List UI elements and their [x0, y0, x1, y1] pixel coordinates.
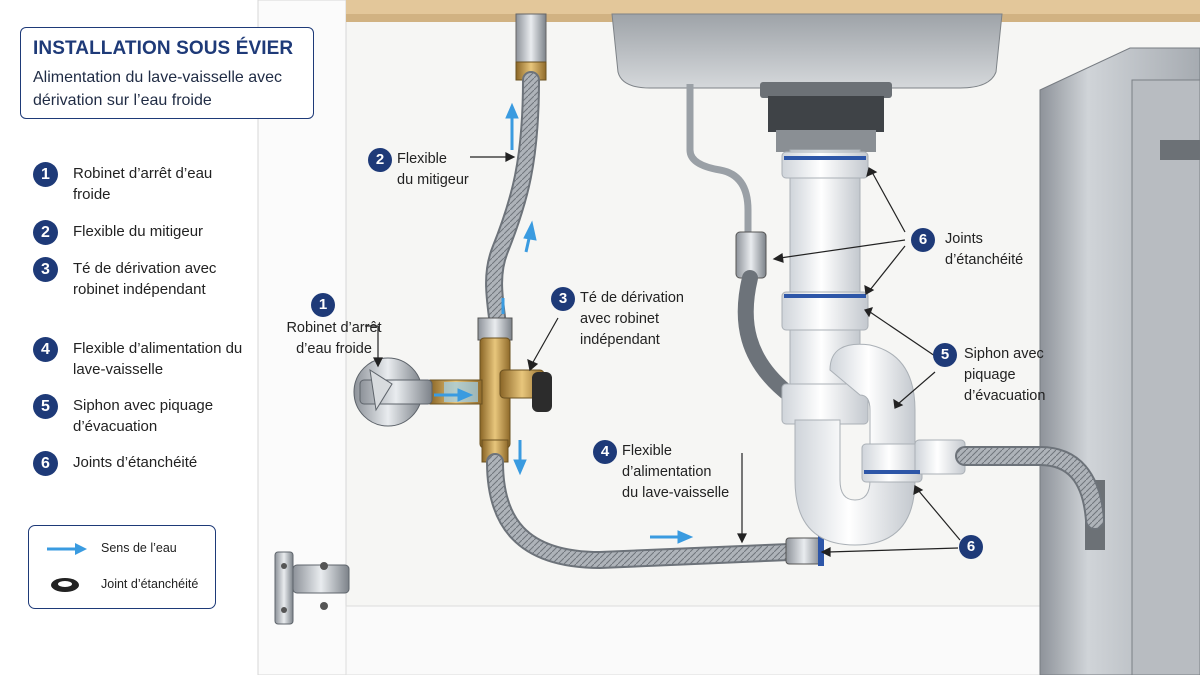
- pvc-siphon: [781, 149, 966, 546]
- callout-1-badge: 1: [311, 293, 335, 317]
- air-gap-tube: [686, 84, 752, 250]
- callout-leaders: [365, 152, 961, 557]
- callout-6a-badge: 6: [911, 228, 935, 252]
- callout-5-line: Siphon avec: [964, 346, 1044, 362]
- flow-arrow-icon: [434, 102, 694, 544]
- callout-4-badge: 4: [593, 440, 617, 464]
- key-flow-label: Sens de l’eau: [101, 541, 177, 555]
- key-row-flow: Sens de l’eau: [41, 538, 211, 560]
- legend-number: 3: [33, 257, 58, 282]
- page-title: INSTALLATION SOUS ÉVIER: [33, 38, 294, 59]
- legend-label: Té de dérivation avec robinet indépendan…: [73, 260, 217, 298]
- legend-number: 6: [33, 451, 58, 476]
- legend-label: Flexible d’alimentation du lave-vaissell…: [73, 340, 243, 378]
- callout-2-line: Flexible: [397, 151, 447, 167]
- callout-6a-line: d’étanchéité: [945, 252, 1024, 268]
- callout-4-line: du lave-vaisselle: [622, 485, 730, 501]
- dishwasher: [1039, 47, 1200, 675]
- callout-5-line: piquage: [964, 367, 1016, 383]
- callout-3-label: Té de dérivation avec robinet indépendan…: [580, 288, 710, 351]
- hinge-icon: [274, 551, 350, 625]
- hose-end-fitting: [785, 537, 823, 565]
- callout-5-badge: 5: [933, 343, 957, 367]
- legend-number: 2: [33, 220, 58, 245]
- callout-3-line: Té de dérivation: [580, 290, 684, 306]
- callout-6a-line: Joints: [945, 231, 983, 247]
- legend-number: 1: [33, 162, 58, 187]
- legend-label: Siphon avec piquage d’évacuation: [73, 397, 214, 435]
- callout-2-label: Flexible du mitigeur: [397, 149, 487, 191]
- legend-label: Robinet d’arrêt d’eau froide: [73, 165, 213, 203]
- seal-ring-icon: [51, 578, 79, 592]
- callout-2-badge: 2: [368, 148, 392, 172]
- key-row-seal: Joint d’étanchéité: [41, 574, 211, 596]
- legend-number: 5: [33, 394, 58, 419]
- legend-label: Flexible du mitigeur: [73, 223, 204, 240]
- callout-3-line: avec robinet: [580, 311, 659, 327]
- symbol-key: Sens de l’eau Joint d’étanchéité: [28, 525, 216, 609]
- callout-2-line: du mitigeur: [397, 172, 469, 188]
- countertop: [346, 0, 1200, 14]
- key-seal-label: Joint d’étanchéité: [101, 577, 199, 591]
- callout-1-label: Robinet d’arrêt d’eau froide: [274, 318, 394, 360]
- page-subtitle: Alimentation du lave-vaisselle avec déri…: [33, 69, 283, 109]
- callout-3-line: indépendant: [580, 332, 660, 348]
- callout-5-line: d’évacuation: [964, 388, 1046, 404]
- legend-label: Joints d’étanchéité: [73, 454, 198, 471]
- shutoff-valve: [353, 357, 433, 427]
- callout-4-line: Flexible: [622, 443, 672, 459]
- legend-number: 4: [33, 337, 58, 362]
- callout-1-line: d’eau froide: [296, 341, 372, 357]
- callout-4-label: Flexible d’alimentation du lave-vaissell…: [622, 441, 762, 504]
- flow-arrow-icon: [47, 543, 87, 555]
- callout-4-line: d’alimentation: [622, 464, 712, 480]
- callout-3-badge: 3: [551, 287, 575, 311]
- sink-basin: [611, 13, 1003, 152]
- callout-6a-label: Joints d’étanchéité: [945, 229, 1045, 271]
- title-box: INSTALLATION SOUS ÉVIER Alimentation du …: [20, 27, 314, 119]
- callout-1-line: Robinet d’arrêt: [286, 320, 382, 336]
- mixer-supply-top: [515, 13, 547, 65]
- callout-5-label: Siphon avec piquage d’évacuation: [964, 344, 1074, 407]
- callout-6b-badge: 6: [959, 535, 983, 559]
